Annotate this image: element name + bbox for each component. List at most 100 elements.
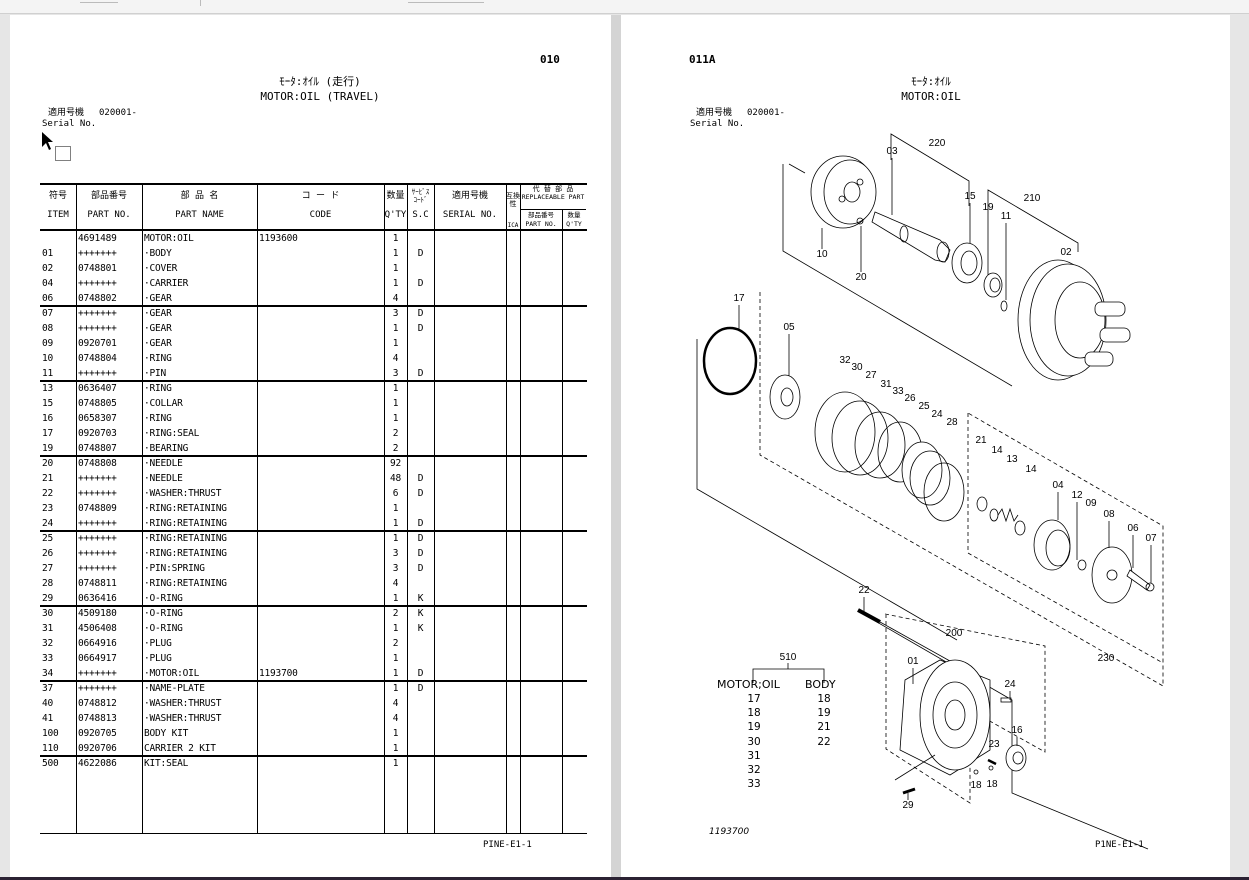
header-ica-jp: 互換性: [506, 192, 520, 208]
row-qty: 1: [392, 518, 399, 529]
row-qty: 4: [392, 578, 399, 589]
row-qty: 1: [392, 503, 399, 514]
row-qty: 4: [392, 293, 399, 304]
row-qty: 1: [392, 593, 399, 604]
parts-list-page: 010 ﾓｰﾀ:ｵｲﾙ (走行) MOTOR:OIL (TRAVEL) 適用号機…: [10, 15, 611, 877]
row-part-name: ·BODY: [144, 248, 172, 259]
row-qty: 4: [392, 698, 399, 709]
row-item: 26: [42, 548, 54, 559]
row-part-no: 0748808: [78, 458, 117, 469]
callout-label: 04: [1052, 480, 1064, 491]
row-part-name: ·RING:RETAINING: [144, 578, 227, 589]
callout-label: 29: [902, 800, 914, 811]
callout-label: 200: [945, 628, 963, 639]
row-service-code: D: [417, 533, 424, 544]
row-qty: 1: [392, 383, 399, 394]
row-service-code: [407, 291, 434, 306]
column-divider: [142, 184, 143, 833]
column-divider: [562, 209, 563, 833]
row-service-code: K: [417, 623, 424, 634]
page-number: 010: [540, 53, 560, 66]
callout-label: 08: [1103, 509, 1115, 520]
callout-label: 210: [1023, 193, 1041, 204]
row-item: 10: [42, 353, 54, 364]
callout-label: 19: [982, 202, 994, 213]
row-item: 19: [42, 443, 54, 454]
row-item: 01: [42, 248, 54, 259]
legend-item: 18: [817, 693, 831, 705]
row-qty: 1: [392, 323, 399, 334]
row-part-name: ·WASHER:THRUST: [144, 488, 222, 499]
header-replaceable-en: REPLACEABLE PART: [521, 193, 585, 201]
row-part-no: 0636416: [78, 593, 117, 604]
row-item: 08: [42, 323, 54, 334]
row-qty: 1: [392, 758, 399, 769]
row-service-code: [407, 501, 434, 516]
table-bottom-border: [40, 833, 587, 834]
row-part-no: 0664917: [78, 653, 117, 664]
row-service-code: D: [417, 323, 424, 334]
callout-label: 05: [783, 322, 795, 333]
row-qty: 6: [392, 488, 399, 499]
title-jp: ﾓｰﾀ:ｵｲﾙ: [911, 75, 951, 88]
row-item: 23: [42, 503, 54, 514]
row-qty: 3: [392, 308, 399, 319]
row-service-code: D: [417, 548, 424, 559]
row-qty: 2: [392, 638, 399, 649]
legend-item: 33: [747, 778, 761, 791]
row-part-name: ·GEAR: [144, 338, 172, 349]
callout-label: 01: [907, 656, 919, 667]
bracket-10: [788, 163, 806, 174]
viewer-toolbar: [0, 0, 1249, 14]
row-part-no: +++++++: [78, 518, 117, 529]
row-qty: 48: [389, 473, 402, 484]
row-service-code: D: [417, 668, 424, 679]
row-service-code: [407, 351, 434, 366]
row-part-name: ·NEEDLE: [144, 473, 183, 484]
header-rep-part-jp: 部品番号: [528, 211, 554, 219]
row-part-name: CARRIER 2 KIT: [144, 743, 216, 754]
callout-label: 33: [892, 386, 904, 397]
row-part-no: +++++++: [78, 683, 117, 694]
callout-label: 24: [1004, 679, 1016, 690]
row-service-code: [407, 261, 434, 276]
group-separator: [40, 380, 587, 382]
row-part-no: +++++++: [78, 248, 117, 259]
row-item: 15: [42, 398, 54, 409]
row-service-code: D: [417, 683, 424, 694]
row-item: 04: [42, 278, 54, 289]
callout-label: 26: [904, 393, 916, 404]
row-item: 21: [42, 473, 54, 484]
row-service-code: K: [417, 593, 424, 604]
header-ica-en: ICA: [507, 222, 519, 229]
row-part-no: +++++++: [78, 668, 117, 679]
group-separator: [40, 605, 587, 607]
row-part-no: 0748805: [78, 398, 117, 409]
exploded-parts-diagram: [696, 133, 1164, 850]
row-item: 30: [42, 608, 54, 619]
callout-label: 10: [816, 249, 828, 260]
row-part-no: 0920706: [78, 743, 117, 754]
taskbar-edge: [0, 877, 1249, 880]
row-item: 31: [42, 623, 54, 634]
header-serial-en: SERIAL NO.: [442, 210, 498, 220]
group-bracket-210: [987, 189, 1079, 252]
row-part-no: +++++++: [78, 368, 117, 379]
row-item: 17: [42, 428, 54, 439]
callout-label: 28: [946, 417, 958, 428]
header-rep-qty-jp: 数量: [567, 211, 581, 219]
replaceable-divider: [520, 209, 586, 210]
row-qty: 1: [392, 413, 399, 424]
row-part-name: ·GEAR: [144, 308, 172, 319]
row-part-name: BODY KIT: [144, 728, 189, 739]
legend-bracket: [752, 668, 825, 683]
row-part-no: 0748813: [78, 713, 117, 724]
row-service-code: [407, 426, 434, 441]
row-part-no: 0920705: [78, 728, 117, 739]
row-item: 34: [42, 668, 54, 679]
serial-label-jp: 適用号機: [48, 108, 85, 118]
row-service-code: [407, 231, 434, 246]
callout-label: 16: [1011, 725, 1023, 736]
row-item: 32: [42, 638, 54, 649]
